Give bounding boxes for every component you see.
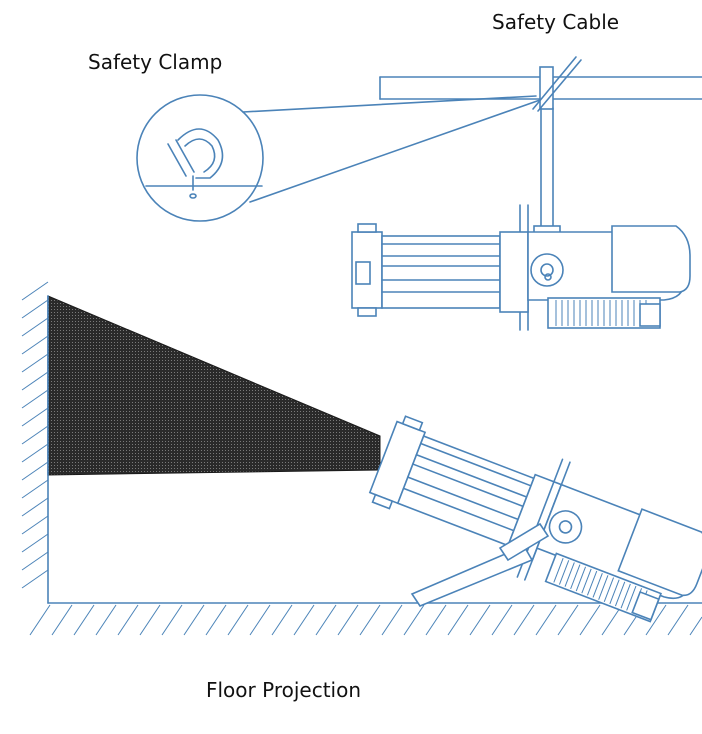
- floor-projection-label: Floor Projection: [206, 678, 362, 702]
- floor-hatching: [29, 604, 702, 636]
- wall-hatching: [21, 281, 49, 589]
- safety-clamp-label: Safety Clamp: [88, 50, 223, 74]
- hanging-fixture: [351, 56, 702, 331]
- wall: [21, 281, 49, 604]
- truss-clamp: [539, 66, 554, 110]
- floor-stand: [410, 522, 550, 607]
- lens-barrel: [351, 223, 529, 317]
- yoke-knob: [530, 253, 564, 287]
- light-beam: [47, 295, 381, 476]
- detail-circle: [136, 94, 264, 222]
- floor: [29, 602, 702, 636]
- fixture-body: [527, 225, 691, 329]
- floor-fixture: [368, 415, 702, 623]
- safety-clamp-detail: [136, 94, 541, 222]
- safety-cable-label: Safety Cable: [492, 10, 620, 34]
- cooling-fins: [555, 300, 647, 326]
